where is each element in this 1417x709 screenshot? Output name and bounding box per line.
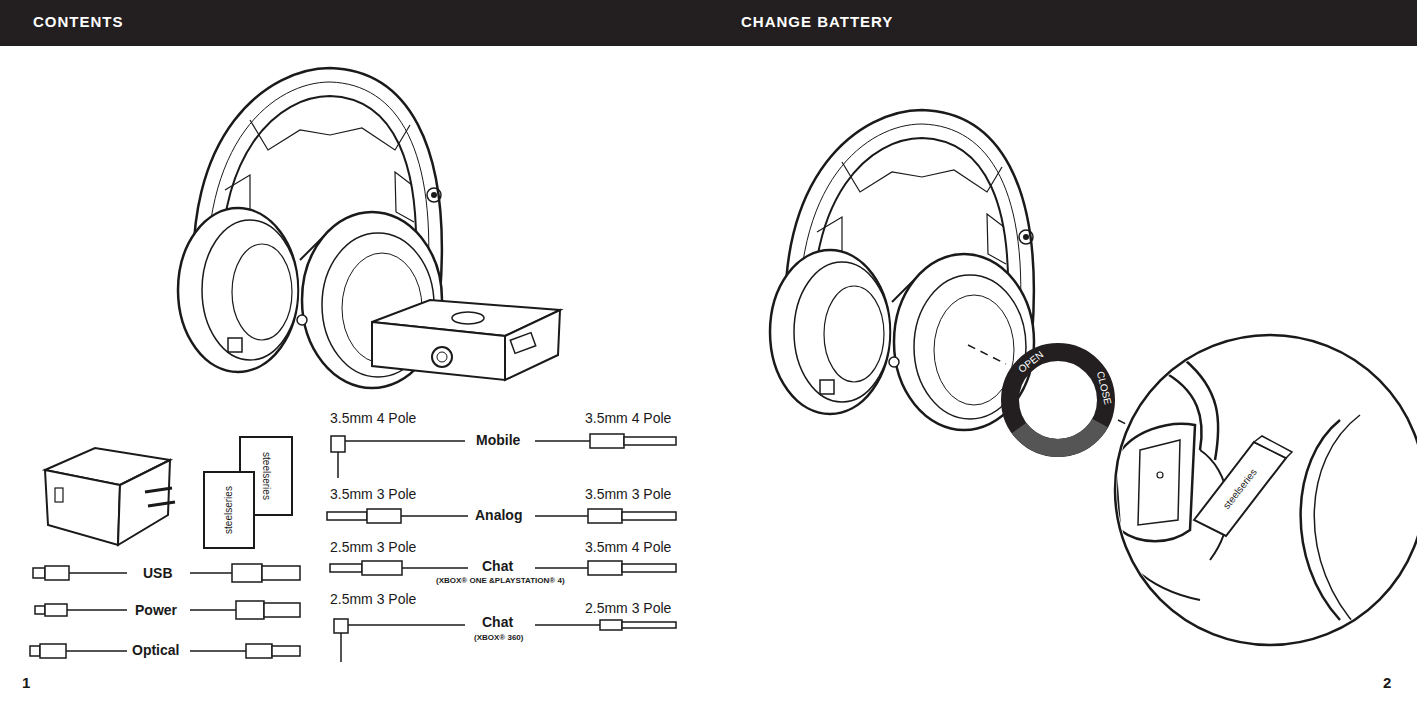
- connector-spec: 2.5mm 3 Pole: [585, 600, 671, 616]
- platform-note: (XBOX® 360): [474, 633, 523, 642]
- battery-logo: steelseries: [260, 452, 272, 500]
- cable-name: Chat: [482, 558, 513, 574]
- section-heading: CHANGE BATTERY: [741, 13, 893, 30]
- page-number: 1: [22, 674, 30, 691]
- connector-spec: 2.5mm 3 Pole: [330, 591, 416, 607]
- cable-name: Mobile: [476, 432, 520, 448]
- cable-name: Power: [135, 602, 177, 618]
- battery-logo: steelseries: [1221, 467, 1259, 512]
- battery-logo: steelseries: [223, 486, 235, 534]
- connector-spec: 3.5mm 4 Pole: [585, 539, 671, 555]
- cable-name: USB: [143, 565, 173, 581]
- connector-spec: 3.5mm 4 Pole: [330, 410, 416, 426]
- connector-spec: 2.5mm 3 Pole: [330, 539, 416, 555]
- connector-spec: 3.5mm 4 Pole: [585, 410, 671, 426]
- platform-note: (XBOX® ONE &PLAYSTATION® 4): [436, 576, 565, 585]
- cable-name: Chat: [482, 614, 513, 630]
- connector-spec: 3.5mm 3 Pole: [330, 486, 416, 502]
- section-heading: CONTENTS: [33, 13, 124, 30]
- ring-label: CLOSE: [1094, 370, 1113, 406]
- page-number: 2: [1383, 674, 1391, 691]
- cable-name: Optical: [132, 642, 179, 658]
- cable-name: Analog: [475, 507, 522, 523]
- ring-label: OPEN: [1016, 349, 1045, 376]
- connector-spec: 3.5mm 3 Pole: [585, 486, 671, 502]
